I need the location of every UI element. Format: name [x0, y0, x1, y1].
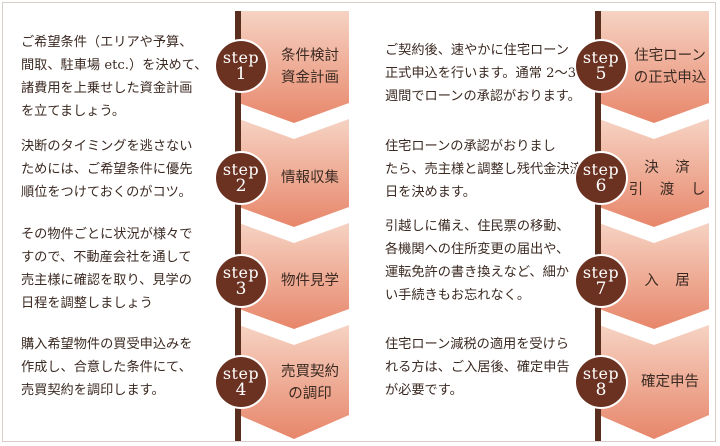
- step-8-description: 住宅ローン減税の適用を受けら れる方は、ご入居後、確定申告 が必要です。: [385, 337, 570, 398]
- chevron-step-2: [239, 119, 349, 227]
- step-8-badge: step 8: [576, 357, 626, 407]
- step-5-label: 住宅ローン の正式申込: [633, 48, 707, 86]
- step-5-badge: step 5: [576, 41, 626, 91]
- step-8-label: 確定申告: [641, 374, 699, 390]
- chevron-step-1: [239, 11, 349, 123]
- step-7-label: 入 居: [644, 273, 696, 289]
- chevron-track-right: [599, 11, 709, 441]
- step-3-description: その物件ごとに状況が様々で すので、不動産会社を通して 売主様に確認を取り、見学…: [21, 227, 193, 311]
- step-word: step: [582, 262, 620, 282]
- step-7-description: 引越しに備え、住民票の移動、 各機関への住所変更の届出や、 運転免許の書き換えな…: [385, 219, 570, 303]
- step-word: step: [222, 363, 260, 383]
- step-6-label: 決 済 引 渡 し: [628, 160, 712, 198]
- step-number: 4: [235, 379, 247, 400]
- step-word: step: [582, 47, 620, 67]
- steps-column-right: ご契約後、速やかに住宅ローン 正式申込を行います。通常 2～3 週間でローンの承…: [363, 11, 719, 441]
- step-3-label: 物件見学: [281, 273, 339, 289]
- step-word: step: [582, 159, 620, 179]
- chevron-track-left: [239, 11, 349, 441]
- step-2-badge: step 2: [216, 153, 266, 203]
- step-number: 7: [595, 278, 607, 299]
- timeline-line-right: [595, 11, 601, 441]
- step-word: step: [222, 262, 260, 282]
- step-word: step: [582, 363, 620, 383]
- step-4-badge: step 4: [216, 357, 266, 407]
- step-number: 6: [595, 175, 607, 196]
- chevron-step-5: [599, 11, 709, 123]
- step-word: step: [222, 159, 260, 179]
- step-number: 5: [595, 63, 607, 84]
- steps-column-left: ご希望条件（エリアや予算、 間取、駐車場 etc.）を決めて、 諸費用を上乗せし…: [3, 11, 359, 441]
- step-6-description: 住宅ローンの承認がおりまし たら、売主様と調整し残代金決済 日を決めます。: [385, 139, 583, 200]
- chevron-step-6: [599, 119, 709, 227]
- chevron-step-7: [599, 223, 709, 329]
- step-5-description: ご契約後、速やかに住宅ローン 正式申込を行います。通常 2～3 週間でローンの承…: [385, 43, 581, 104]
- step-1-label: 条件検討 資金計画: [281, 48, 339, 86]
- step-1-badge: step 1: [216, 41, 266, 91]
- chevron-step-3: [239, 223, 349, 329]
- step-2-description: 決断のタイミングを逃さない ためには、ご希望条件に優先 順位をつけておくのがコツ…: [21, 139, 193, 200]
- chevron-step-8: [599, 325, 709, 439]
- timeline-line-left: [235, 11, 241, 441]
- step-7-badge: step 7: [576, 256, 626, 306]
- step-number: 3: [235, 278, 247, 299]
- step-number: 1: [235, 63, 247, 84]
- step-word: step: [222, 47, 260, 67]
- step-4-label: 売買契約 の調印: [281, 364, 339, 402]
- chevron-shapes-left: [239, 11, 349, 439]
- step-number: 2: [235, 175, 247, 196]
- step-number: 8: [595, 379, 607, 400]
- step-4-description: 購入希望物件の買受申込みを 作成し、合意した条件にて、 売買契約を調印します。: [21, 337, 193, 398]
- step-6-badge: step 6: [576, 153, 626, 203]
- step-1-description: ご希望条件（エリアや予算、 間取、駐車場 etc.）を決めて、 諸費用を上乗せし…: [21, 35, 208, 119]
- chevron-shapes-right: [599, 11, 709, 439]
- step-2-label: 情報収集: [281, 170, 339, 186]
- step-3-badge: step 3: [216, 256, 266, 306]
- chevron-step-4: [239, 325, 349, 439]
- flow-panel: ご希望条件（エリアや予算、 間取、駐車場 etc.）を決めて、 諸費用を上乗せし…: [2, 2, 716, 442]
